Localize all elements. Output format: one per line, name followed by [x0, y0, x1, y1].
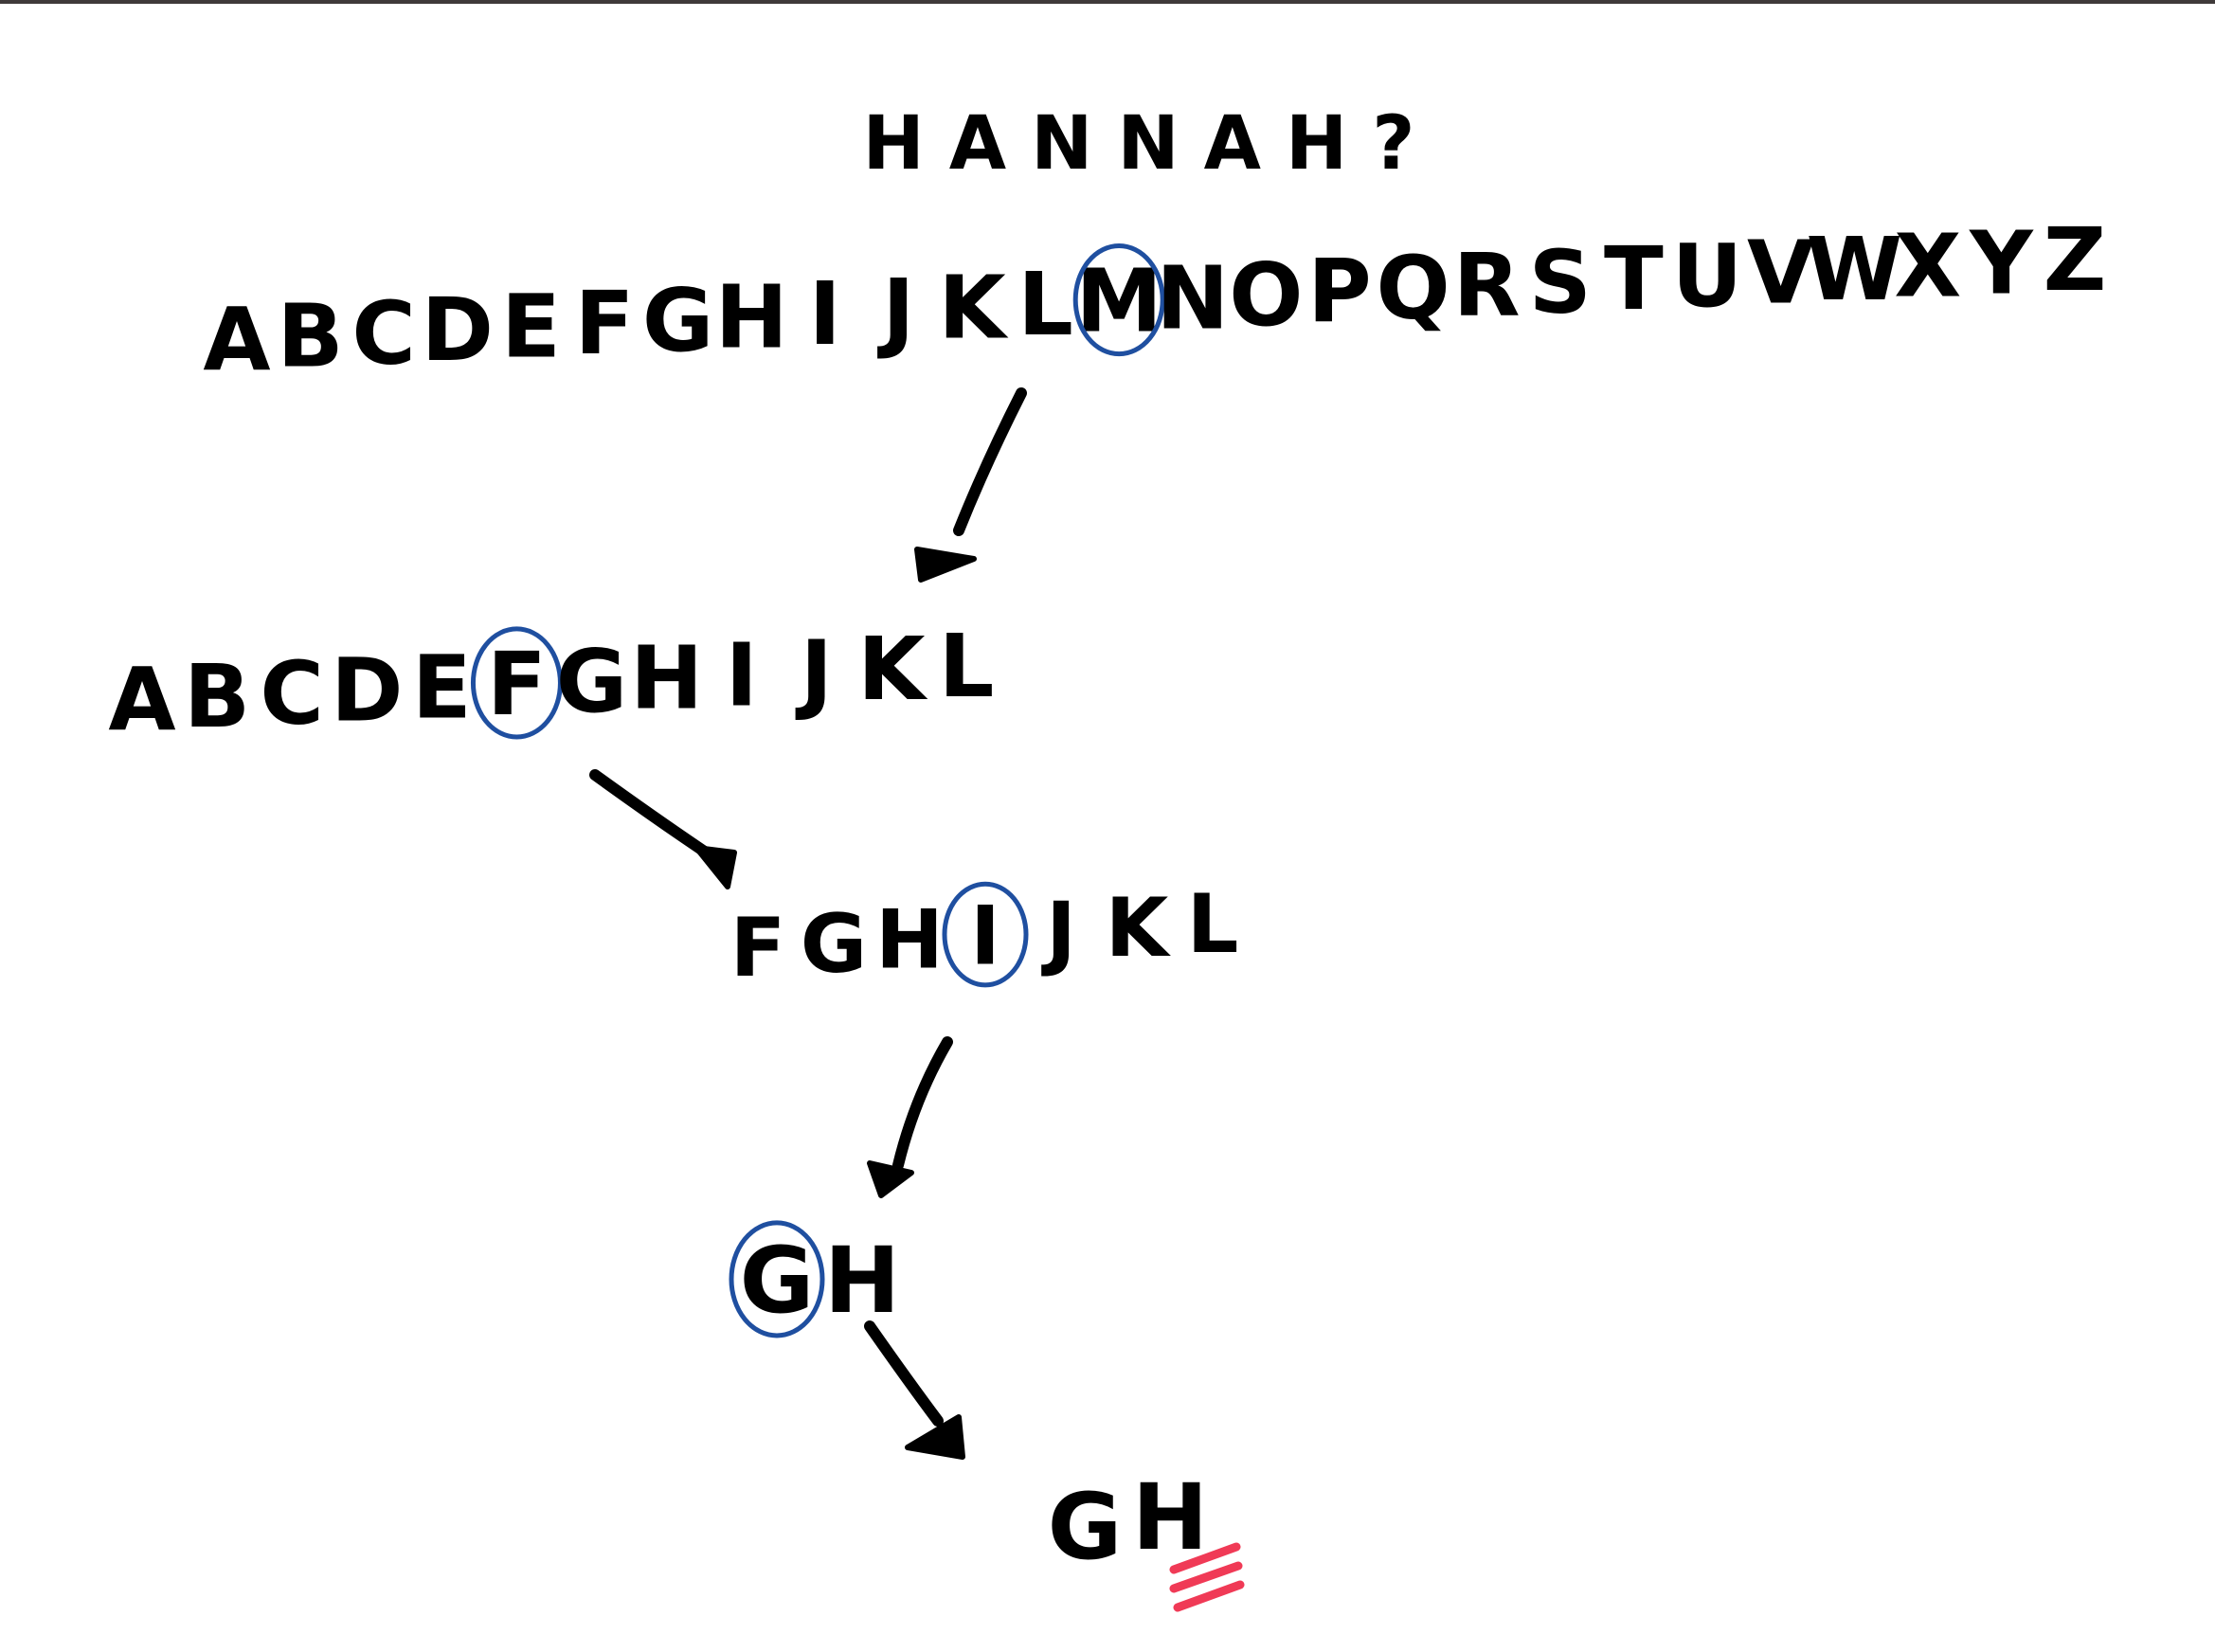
letter: F: [730, 901, 786, 996]
letter: G: [740, 1228, 815, 1334]
window-top-border: [0, 0, 2215, 4]
letter: F: [575, 273, 635, 374]
letter: G: [642, 270, 714, 371]
letter: E: [501, 277, 561, 378]
arrow-shaft: [864, 1320, 944, 1427]
arrow-head: [693, 845, 737, 889]
letter: F: [487, 634, 547, 735]
circle-icon: [470, 626, 563, 740]
letter: R: [1453, 235, 1521, 336]
letter: O: [1229, 244, 1303, 346]
letter: D: [422, 279, 494, 381]
letter: U: [1672, 225, 1743, 327]
letter: A: [108, 649, 175, 750]
letter: L: [939, 616, 995, 717]
arrow-head: [914, 547, 977, 583]
letter: T: [1604, 228, 1664, 330]
letter: H: [824, 1228, 900, 1334]
letter: G: [1048, 1474, 1123, 1580]
letter: Y: [1969, 212, 2034, 314]
letter: K: [857, 619, 928, 720]
arrow-down-icon: [589, 769, 737, 889]
letter: D: [331, 639, 403, 741]
circle-icon: [729, 1220, 825, 1338]
letter: L: [1017, 254, 1073, 355]
highlight-marks: [1169, 1542, 1245, 1612]
letter: H: [1132, 1464, 1208, 1571]
arrow-head: [867, 1160, 914, 1198]
letter: J: [876, 260, 914, 362]
letter: S: [1529, 232, 1592, 333]
letter: E: [412, 637, 472, 738]
letter: P: [1307, 242, 1371, 343]
letter: N: [1156, 247, 1229, 349]
underline-mark: [1173, 1580, 1245, 1612]
letter: V: [1747, 222, 1814, 323]
circle-icon: [942, 881, 1029, 988]
arrow-head: [905, 1414, 965, 1460]
letter: G: [556, 631, 628, 732]
arrow-shaft: [953, 387, 1027, 536]
arrows: [589, 387, 1027, 1460]
letter: Q: [1376, 238, 1450, 339]
letter: B: [278, 286, 344, 387]
letter: M: [1075, 251, 1162, 352]
letter: I: [726, 625, 758, 727]
letter: G: [801, 897, 868, 992]
letter: K: [1106, 881, 1172, 976]
letter: K: [938, 257, 1009, 358]
letter: J: [795, 621, 833, 723]
underline-mark: [1169, 1561, 1243, 1593]
arrow-down-icon: [914, 387, 1027, 583]
arrow-down-icon: [864, 1320, 965, 1460]
letter: W: [1806, 219, 1901, 320]
letter: C: [260, 643, 324, 745]
arrow-down-icon: [867, 1036, 953, 1198]
letter: I: [809, 263, 841, 365]
letter: C: [351, 282, 416, 384]
letter: I: [970, 889, 1000, 984]
letter: A: [203, 289, 270, 390]
arrow-shaft: [892, 1036, 953, 1171]
underline-mark: [1169, 1542, 1241, 1574]
letter: H: [630, 628, 703, 729]
circle-icon: [1072, 243, 1165, 357]
letter: L: [1187, 877, 1239, 972]
letter: B: [184, 646, 250, 747]
letter: H: [875, 893, 944, 988]
letter: X: [1894, 216, 1961, 317]
letter: Z: [2044, 209, 2107, 311]
letter: J: [1041, 885, 1076, 979]
question-title: HANNAH?: [862, 101, 1439, 187]
letter: H: [715, 266, 788, 368]
